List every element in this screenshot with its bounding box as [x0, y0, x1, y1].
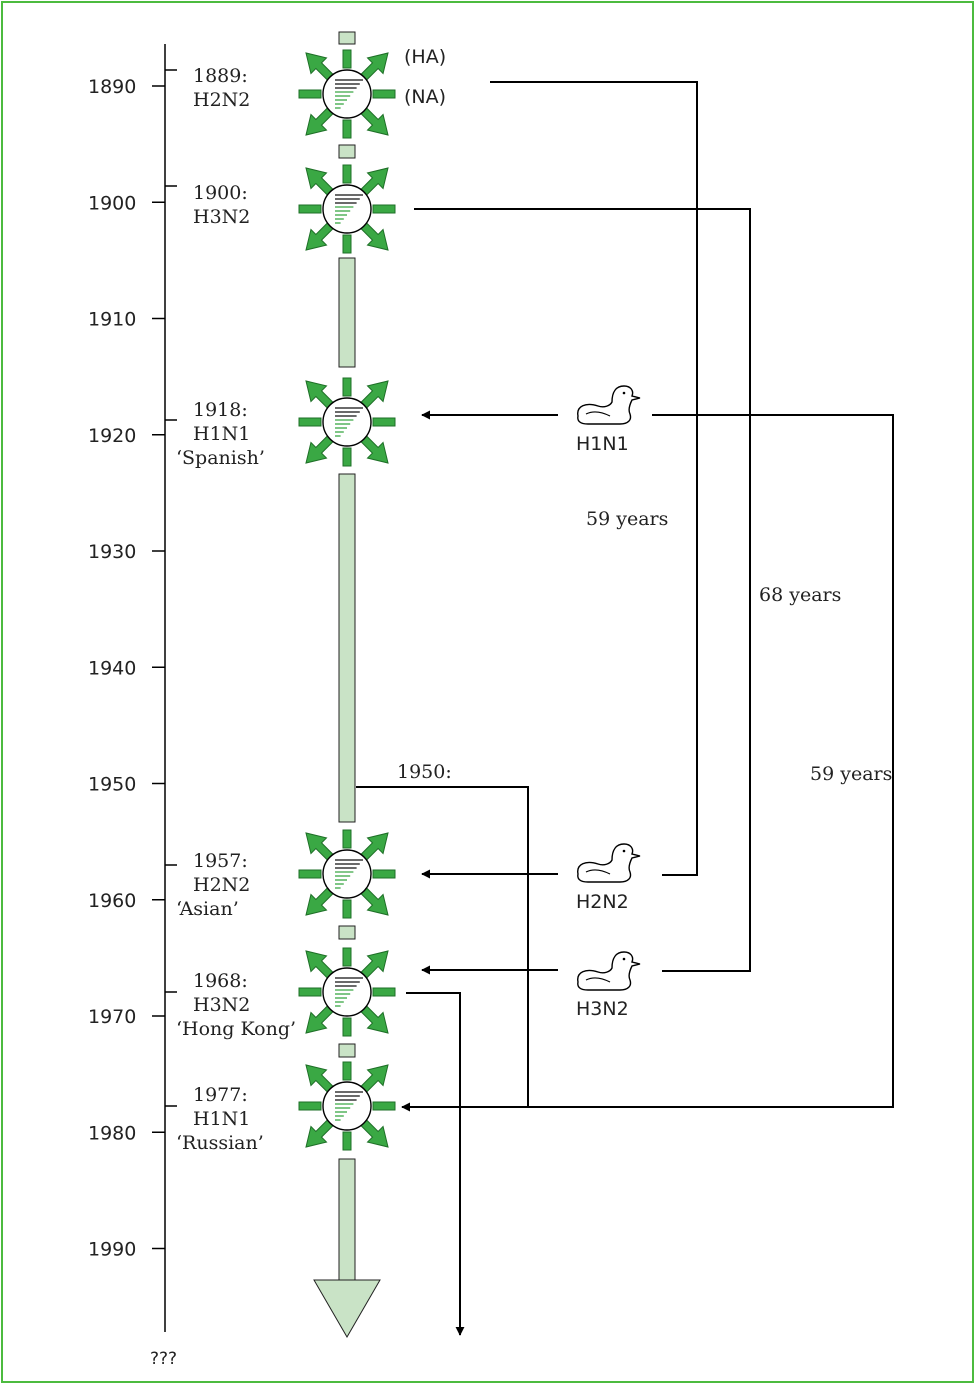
pandemic-year: 1968:: [193, 970, 248, 992]
year-label-1900: 1900: [88, 192, 136, 214]
marker-1950-label: 1950:: [397, 761, 452, 783]
virus-body: [323, 1082, 371, 1130]
virus-particle-1889: [298, 45, 396, 143]
year-label-1940: 1940: [88, 657, 136, 679]
lineage-bar-segment: [339, 1159, 355, 1280]
pandemic-year: 1977:: [193, 1084, 248, 1106]
duck-h1n1-label: H1N1: [576, 433, 629, 455]
pandemic-year: 1900:: [193, 182, 248, 204]
pandemic-subtype: H3N2: [193, 206, 250, 228]
pandemic-year: 1957:: [193, 850, 248, 872]
lineage-bar-segment: [339, 32, 355, 44]
pandemic-name: ‘Hong Kong’: [176, 1018, 296, 1040]
interval-h3n2: 68 years: [759, 584, 841, 606]
time-axis: 1890 1900 1910 1920 1930 1940 1950 1960 1970 1980…: [88, 44, 177, 1369]
pandemic-subtype: H1N1: [193, 423, 250, 445]
year-label-1930: 1930: [88, 541, 136, 563]
na-label: (NA): [404, 86, 446, 108]
duck-icon: [578, 386, 640, 424]
virus-particle-1968: [298, 943, 396, 1041]
pandemic-name: ‘Russian’: [176, 1132, 264, 1154]
virus-particle-1957: [298, 825, 396, 923]
duck-icon: [578, 952, 640, 990]
virus-body: [323, 185, 371, 233]
virus-particle-1977: [298, 1057, 396, 1155]
virus-body: [323, 70, 371, 118]
arrow-h3n2-continuing: [406, 993, 460, 1335]
pandemic-name: ‘Spanish’: [176, 447, 265, 469]
year-label-1910: 1910: [88, 309, 136, 331]
virus-particle-1900: [298, 160, 396, 258]
lineage-arrowhead: [314, 1280, 380, 1337]
pandemic-year: 1918:: [193, 399, 248, 421]
pandemic-subtype: H1N1: [193, 1108, 250, 1130]
lineage-bar-segment: [339, 145, 355, 158]
virus-body: [323, 850, 371, 898]
interval-h1n1: 59 years: [810, 763, 892, 785]
pandemic-subtype: H3N2: [193, 994, 250, 1016]
duck-h3n2-label: H3N2: [576, 998, 629, 1020]
virus-particle-1918: [298, 373, 396, 471]
connector-h2n2-1889-to-1957: [490, 82, 697, 875]
year-label-1990: 1990: [88, 1239, 136, 1261]
virus-body: [323, 398, 371, 446]
axis-end-label: ???: [150, 1349, 177, 1369]
pandemic-subtype: H2N2: [193, 89, 250, 111]
pandemic-year: 1889:: [193, 65, 248, 87]
year-label-1970: 1970: [88, 1006, 136, 1028]
pandemic-name: ‘Asian’: [176, 898, 239, 920]
connector-h3n2-1900-to-1968: [414, 209, 750, 971]
duck-h2n2: H2N2: [576, 844, 640, 913]
year-label-1950: 1950: [88, 774, 136, 796]
lineage-bar-segment: [339, 474, 355, 822]
ha-label: (HA): [404, 46, 446, 68]
lineage-bar-segment: [339, 926, 355, 939]
lineage-bar-segment: [339, 1044, 355, 1057]
duck-h1n1: H1N1: [576, 386, 640, 455]
lineage-bar-segment: [339, 258, 355, 367]
reassortment-connectors: [356, 82, 893, 1335]
duck-h3n2: H3N2: [576, 952, 640, 1020]
pandemic-subtype: H2N2: [193, 874, 250, 896]
interval-h2n2: 59 years: [586, 508, 668, 530]
year-label-1960: 1960: [88, 890, 136, 912]
year-label-1890: 1890: [88, 76, 136, 98]
duck-icon: [578, 844, 640, 882]
virus-body: [323, 968, 371, 1016]
year-label-1920: 1920: [88, 425, 136, 447]
influenza-pandemic-timeline: 1890 1900 1910 1920 1930 1940 1950 1960 1970 1980…: [3, 3, 976, 1385]
year-label-1980: 1980: [88, 1122, 136, 1144]
duck-h2n2-label: H2N2: [576, 891, 629, 913]
pandemic-labels: 1889:H2N21900:H3N21918:H1N1‘Spanish’1957…: [176, 65, 296, 1154]
